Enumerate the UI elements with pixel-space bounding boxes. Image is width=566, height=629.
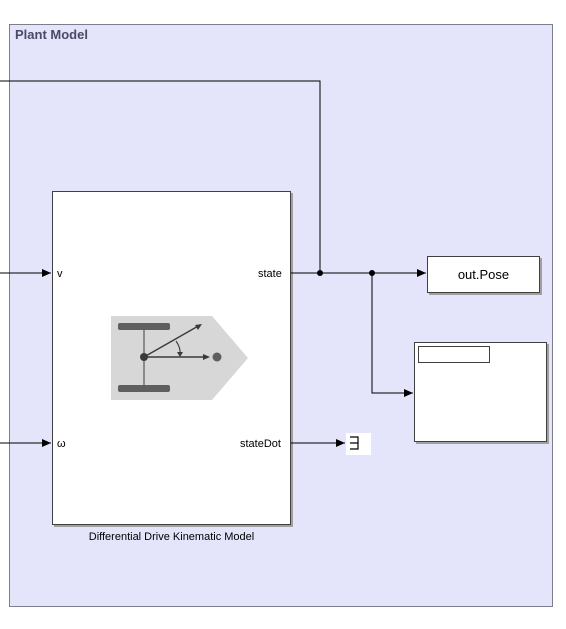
to-workspace-variable: out.Pose xyxy=(457,267,510,282)
terminator-icon xyxy=(350,436,359,450)
port-omega-label: ω xyxy=(57,438,66,450)
scope-screen-icon xyxy=(418,346,490,363)
port-state-label: state xyxy=(258,268,282,280)
branch-point xyxy=(317,270,323,276)
feedback-signal-line[interactable] xyxy=(0,80,321,273)
differential-drive-kinematic-model-block[interactable] xyxy=(52,191,291,525)
branch-point xyxy=(369,270,375,276)
signal-line-state-to-scope[interactable] xyxy=(371,273,413,397)
subsystem-title: Plant Model xyxy=(15,27,88,42)
scope-block[interactable] xyxy=(414,342,547,442)
kinematic-block-name: Differential Drive Kinematic Model xyxy=(88,531,255,543)
port-statedot-label: stateDot xyxy=(240,438,281,450)
to-workspace-block[interactable]: out.Pose xyxy=(427,256,540,293)
differential-drive-icon xyxy=(111,316,248,400)
port-v-label: v xyxy=(57,268,63,280)
